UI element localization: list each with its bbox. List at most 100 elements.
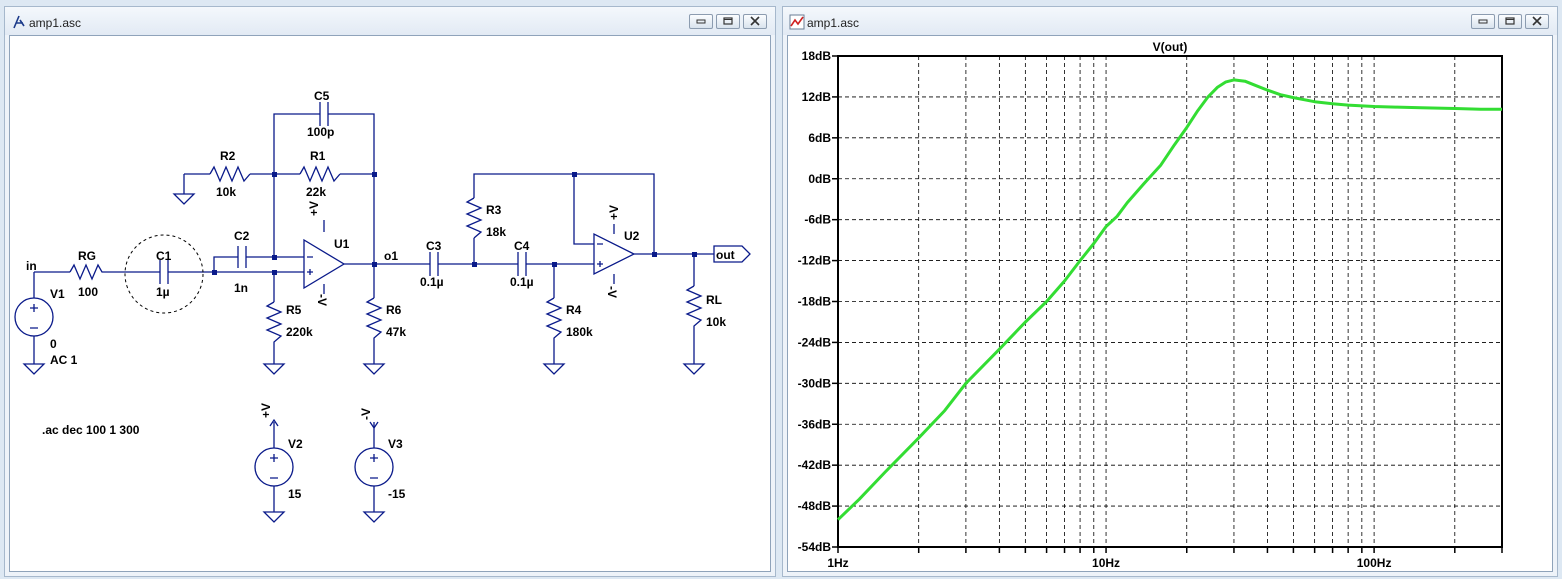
label-r1: R1 bbox=[310, 149, 326, 163]
label-c4-value: 0.1µ bbox=[510, 275, 534, 289]
bode-plot[interactable]: 18dB12dB6dB0dB-6dB-12dB-18dB-24dB-30dB-3… bbox=[788, 36, 1553, 572]
restore-button[interactable] bbox=[716, 14, 740, 29]
restore-button[interactable] bbox=[1498, 14, 1522, 29]
net-label-o1: o1 bbox=[384, 249, 398, 263]
label-r4: R4 bbox=[566, 303, 582, 317]
waveform-titlebar[interactable]: amp1.asc bbox=[783, 7, 1557, 35]
capacitor-c5[interactable] bbox=[319, 102, 329, 126]
label-rg: RG bbox=[78, 249, 96, 263]
resistor-r1[interactable] bbox=[299, 165, 341, 183]
label-r3: R3 bbox=[486, 203, 502, 217]
resistor-rl[interactable] bbox=[685, 285, 703, 332]
label-c1-value: 1µ bbox=[156, 285, 170, 299]
minimize-icon bbox=[1478, 19, 1488, 24]
label-c3: C3 bbox=[426, 239, 442, 253]
resistor-r2[interactable] bbox=[209, 165, 251, 183]
label-v2-value: 15 bbox=[288, 487, 302, 501]
opamp-u1[interactable] bbox=[303, 238, 346, 290]
y-tick-label: 18dB bbox=[802, 49, 832, 63]
trace-label-vout[interactable]: V(out) bbox=[1153, 40, 1188, 54]
junction-dots bbox=[212, 172, 697, 275]
y-tick-label: -42dB bbox=[798, 458, 832, 472]
minimize-button[interactable] bbox=[1471, 14, 1495, 29]
net-label-out: out bbox=[716, 248, 735, 262]
plot-frame bbox=[837, 55, 1503, 548]
label-u2-vp: +V bbox=[607, 205, 621, 220]
net-flag-v3 bbox=[369, 421, 379, 430]
label-v1-ac: AC 1 bbox=[50, 353, 78, 367]
label-c1: C1 bbox=[156, 249, 172, 263]
label-u2: U2 bbox=[624, 229, 640, 243]
x-tick-label: 1Hz bbox=[827, 556, 848, 570]
y-tick-label: -6dB bbox=[804, 213, 831, 227]
close-button[interactable] bbox=[1525, 14, 1549, 29]
label-c5-value: 100p bbox=[307, 125, 334, 139]
opamp-u2[interactable] bbox=[593, 232, 636, 276]
label-v1-dc: 0 bbox=[50, 337, 57, 351]
close-button[interactable] bbox=[743, 14, 767, 29]
trace-vout[interactable] bbox=[836, 78, 1502, 521]
label-r3-value: 18k bbox=[486, 225, 506, 239]
y-axis-ticks: 18dB12dB6dB0dB-6dB-12dB-18dB-24dB-30dB-3… bbox=[798, 49, 838, 554]
schematic-title: amp1.asc bbox=[29, 16, 82, 30]
schematic-drawing[interactable]: in V1 0 AC 1 RG 100 C1 1µ C2 1n R2 10k R… bbox=[10, 36, 771, 572]
y-tick-label: 0dB bbox=[808, 172, 831, 186]
label-c5: C5 bbox=[314, 89, 330, 103]
resistor-r5[interactable] bbox=[265, 301, 283, 348]
label-v2-net: +V bbox=[259, 403, 273, 418]
y-tick-label: -54dB bbox=[798, 540, 832, 554]
label-v3: V3 bbox=[388, 437, 403, 451]
label-c2-value: 1n bbox=[234, 281, 248, 295]
ground-symbols bbox=[22, 193, 706, 523]
label-r2: R2 bbox=[220, 149, 236, 163]
label-c2: C2 bbox=[234, 229, 250, 243]
label-v1: V1 bbox=[50, 287, 65, 301]
capacitor-c1[interactable] bbox=[124, 234, 204, 314]
source-v2[interactable] bbox=[254, 447, 294, 487]
resistor-rg[interactable] bbox=[69, 263, 106, 281]
minimize-button[interactable] bbox=[689, 14, 713, 29]
plot-grid bbox=[837, 55, 1503, 548]
label-u1: U1 bbox=[334, 237, 350, 251]
label-r5-value: 220k bbox=[286, 325, 313, 339]
resistor-r6[interactable] bbox=[365, 297, 383, 344]
y-tick-label: -30dB bbox=[798, 376, 832, 390]
restore-icon bbox=[1505, 17, 1515, 25]
capacitor-c4[interactable] bbox=[517, 252, 527, 276]
label-v2: V2 bbox=[288, 437, 303, 451]
x-tick-label: 100Hz bbox=[1357, 556, 1392, 570]
schematic-titlebar[interactable]: amp1.asc bbox=[5, 7, 775, 35]
schematic-icon bbox=[13, 15, 25, 29]
label-r2-value: 10k bbox=[216, 185, 236, 199]
source-v1[interactable] bbox=[14, 297, 54, 337]
schematic-window[interactable]: amp1.asc bbox=[4, 6, 776, 577]
close-icon bbox=[750, 16, 760, 26]
capacitor-c3[interactable] bbox=[429, 252, 439, 276]
label-c3-value: 0.1µ bbox=[420, 275, 444, 289]
waveform-title: amp1.asc bbox=[807, 16, 860, 30]
waveform-icon bbox=[789, 14, 805, 30]
y-tick-label: -24dB bbox=[798, 335, 832, 349]
label-r5: R5 bbox=[286, 303, 302, 317]
label-rg-value: 100 bbox=[78, 285, 98, 299]
schematic-labels: in V1 0 AC 1 RG 100 C1 1µ C2 1n R2 10k R… bbox=[26, 89, 735, 501]
y-tick-label: -12dB bbox=[798, 254, 832, 268]
close-icon bbox=[1532, 16, 1542, 26]
resistor-r4[interactable] bbox=[545, 297, 563, 344]
out-port-flag[interactable] bbox=[713, 245, 751, 263]
net-label-in: in bbox=[26, 259, 37, 273]
label-rl-value: 10k bbox=[706, 315, 726, 329]
label-u1-vp: +V bbox=[307, 201, 321, 216]
label-r6-value: 47k bbox=[386, 325, 406, 339]
schematic-canvas[interactable]: in V1 0 AC 1 RG 100 C1 1µ C2 1n R2 10k R… bbox=[9, 35, 771, 572]
label-v3-value: -15 bbox=[388, 487, 406, 501]
resistor-r3[interactable] bbox=[465, 197, 483, 239]
label-r1-value: 22k bbox=[306, 185, 326, 199]
y-tick-label: 6dB bbox=[808, 131, 831, 145]
y-tick-label: -48dB bbox=[798, 499, 832, 513]
source-v3[interactable] bbox=[354, 447, 394, 487]
capacitor-c2[interactable] bbox=[237, 246, 247, 268]
